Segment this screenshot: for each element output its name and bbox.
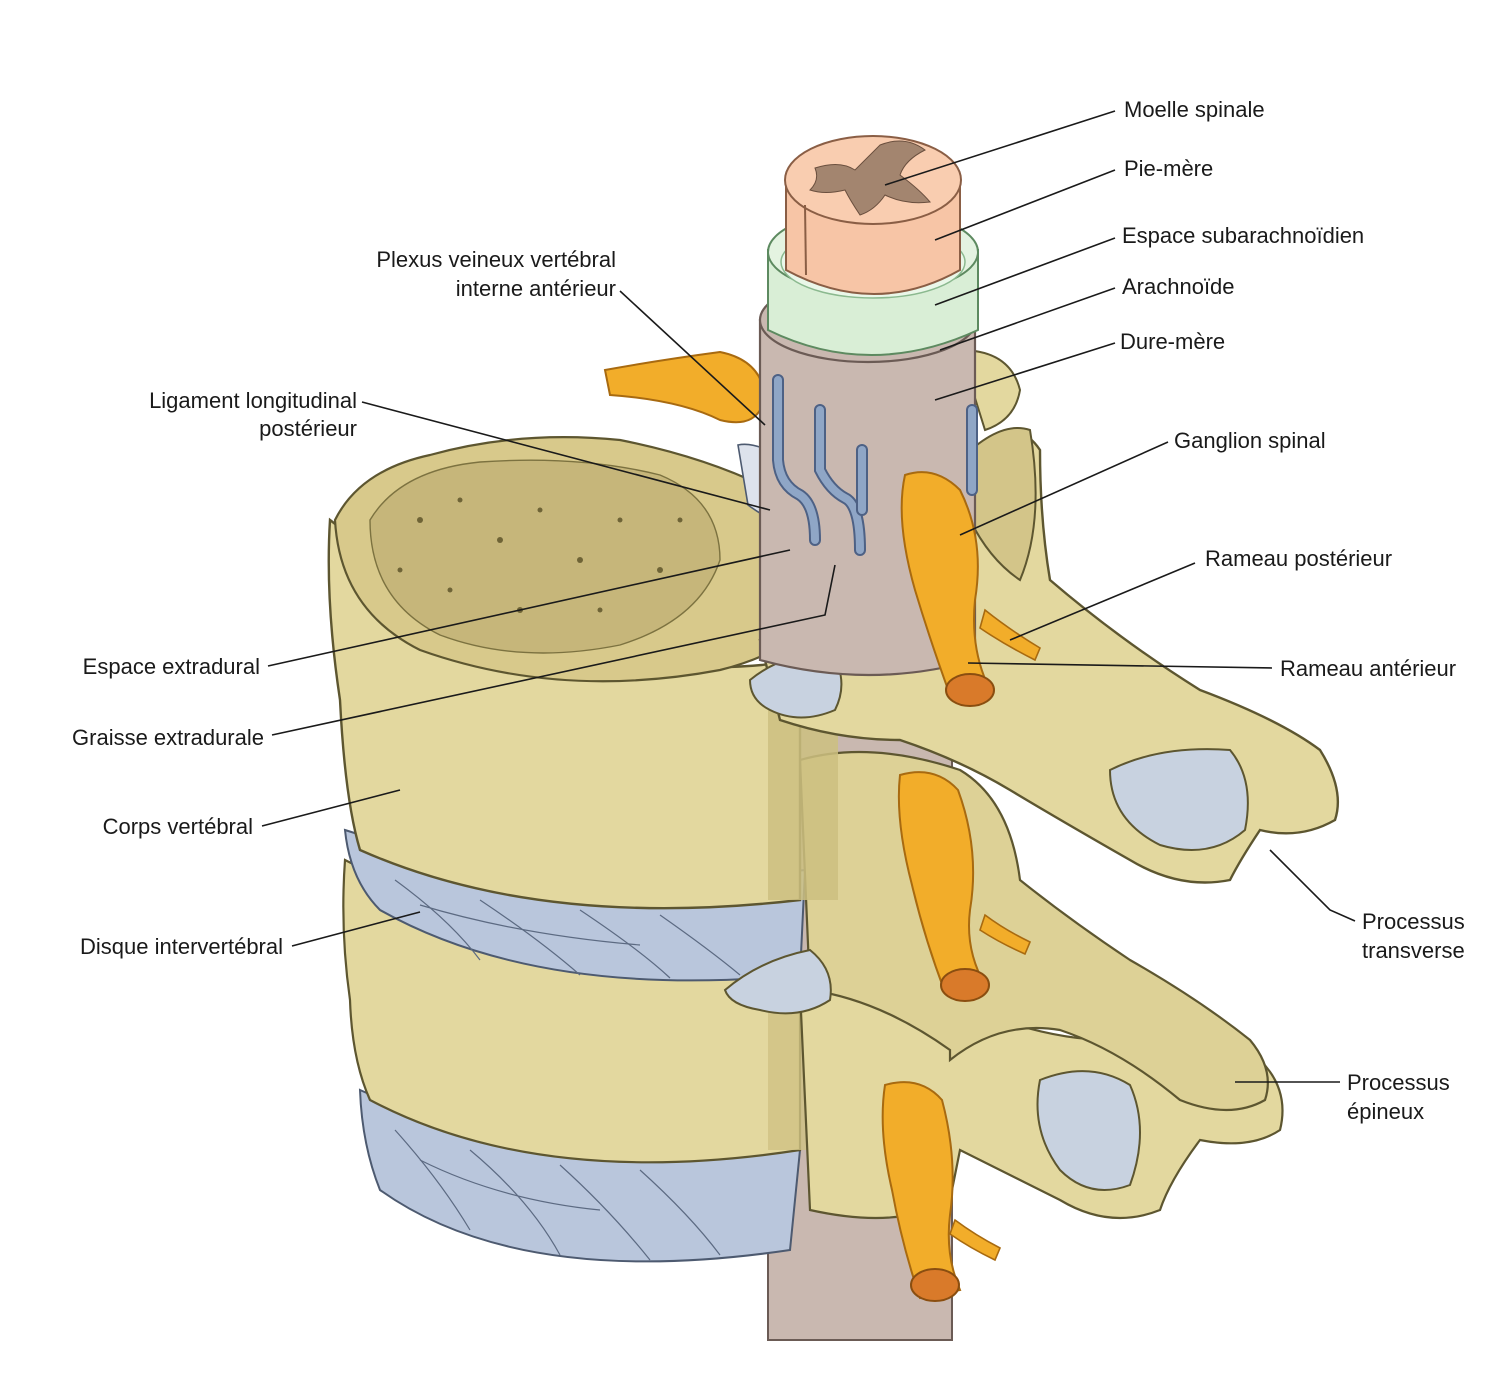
label-processus-epineux-line2: épineux (1347, 1099, 1424, 1124)
label-ligament-line2: postérieur (259, 416, 357, 441)
foramen-middle (723, 948, 832, 1015)
label-processus-epineux-line1: Processus (1347, 1070, 1450, 1095)
leader-arachnoide (939, 287, 1116, 351)
label-espace-subarachnoidien: Espace subarachnoïdien (1122, 223, 1364, 248)
leader-moelle (884, 110, 1116, 186)
grey-matter (809, 140, 931, 216)
cancellous-bone (369, 459, 721, 654)
label-processus-transverse-line1: Processus (1362, 909, 1465, 934)
label-plexus-line1: Plexus veineux vertébral (376, 247, 616, 272)
leader-lines (261, 110, 1356, 1083)
ventral-ramus-cut-lower (910, 1268, 960, 1302)
anterior-fissure (804, 204, 807, 276)
label-ganglion-spinal: Ganglion spinal (1174, 428, 1326, 453)
label-espace-extradural: Espace extradural (83, 654, 260, 679)
ventral-ramus-cut-middle (940, 968, 990, 1002)
label-rameau-posterieur: Rameau postérieur (1205, 546, 1392, 571)
disc-fibers-lower (394, 1129, 721, 1261)
foramen-lower (1036, 1070, 1141, 1191)
vertebral-column-illustration (327, 135, 1339, 1341)
leader-dure-mere (934, 342, 1116, 401)
leader-proc-transverse (1269, 849, 1356, 922)
label-graisse-extradurale: Graisse extradurale (72, 725, 264, 750)
leader-rameau-ant (967, 662, 1273, 669)
label-plexus-line2: interne antérieur (456, 276, 616, 301)
leader-espace-sub (934, 237, 1116, 306)
label-moelle-spinale: Moelle spinale (1124, 97, 1265, 122)
label-corps-vertebral: Corps vertébral (103, 814, 253, 839)
dorsal-ramus-middle (979, 913, 1032, 956)
leader-ligament (361, 401, 771, 511)
spinal-ganglion-lower (881, 1081, 962, 1300)
label-pie-mere: Pie-mère (1124, 156, 1213, 181)
label-disque-intervertebral: Disque intervertébral (80, 934, 283, 959)
leader-corps (261, 789, 401, 827)
label-arachnoide: Arachnoïde (1122, 274, 1235, 299)
leader-ganglion (959, 441, 1169, 536)
label-processus-transverse-line2: transverse (1362, 938, 1465, 963)
leader-espace-extra (267, 549, 791, 667)
foramen-upper-transverse (1108, 748, 1249, 851)
labels: Moelle spinale Pie-mère Espace subarachn… (72, 97, 1465, 1124)
leader-rameau-post (1009, 562, 1196, 641)
cancellous-bone-texture (397, 497, 683, 613)
label-rameau-anterieur: Rameau antérieur (1280, 656, 1456, 681)
disc-fibers-upper (394, 879, 741, 979)
leader-plexus (619, 290, 766, 426)
spinal-ganglion-upper (900, 471, 992, 697)
internal-venous-plexus (772, 374, 978, 556)
dorsal-ramus-upper (979, 608, 1042, 662)
upper-lamina (958, 427, 1037, 582)
ventral-ramus-cut-upper (945, 673, 995, 707)
label-ligament-line1: Ligament longitudinal (149, 388, 357, 413)
dorsal-ramus-lower (949, 1218, 1002, 1262)
leader-graisse (271, 564, 836, 736)
label-dure-mere: Dure-mère (1120, 329, 1225, 354)
leader-disque (291, 911, 421, 947)
nerve-root-upper-left (603, 350, 767, 424)
leader-pie-mere (934, 169, 1116, 241)
spinal-ganglion-middle (897, 771, 987, 994)
